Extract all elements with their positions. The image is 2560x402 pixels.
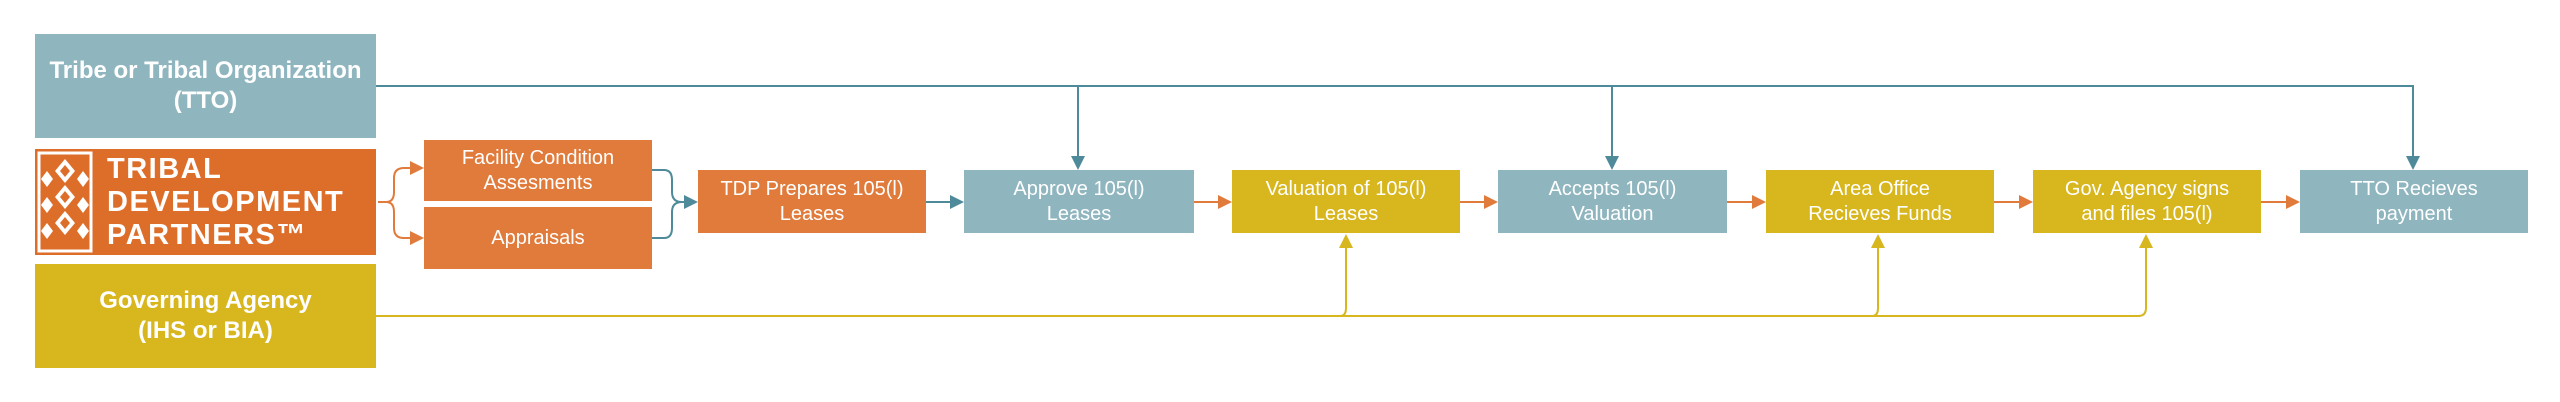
logo-wordmark: TRIBAL DEVELOPMENT PARTNERS™ (107, 153, 345, 251)
diamond-pattern-icon (37, 151, 93, 253)
lane-governing-agency: Governing Agency (IHS or BIA) (35, 264, 376, 368)
tribe-feed-line (376, 85, 2420, 170)
step-tto-receives-payment: TTO Recieves payment (2300, 170, 2528, 233)
step-tto-receives-label: TTO Recieves payment (2350, 177, 2478, 225)
lane-agency-label: Governing Agency (IHS or BIA) (99, 287, 312, 344)
facility-to-tdp-connector (652, 169, 698, 209)
lane-tribe-label: Tribe or Tribal Organization (TTO) (49, 57, 362, 114)
lane-tribe: Tribe or Tribal Organization (TTO) (35, 34, 376, 138)
step-appraisals-label: Appraisals (491, 226, 585, 249)
step-valuation-label: Valuation of 105(l) Leases (1265, 177, 1427, 225)
logo-to-facility-arrow (378, 161, 424, 203)
logo-to-appraisals-arrow (378, 201, 424, 245)
step-approve-leases: Approve 105(l) Leases (964, 170, 1194, 233)
step-valuation: Valuation of 105(l) Leases (1232, 170, 1460, 233)
step-area-office: Area Office Recieves Funds (1766, 170, 1994, 233)
step-facility-condition: Facility Condition Assesments (424, 140, 652, 201)
step-accepts-label: Accepts 105(l) Valuation (1548, 177, 1677, 225)
step-accepts-valuation: Accepts 105(l) Valuation (1498, 170, 1727, 233)
step-facility-label: Facility Condition Assesments (461, 146, 615, 194)
agency-to-valuation-arrow (1339, 234, 1353, 317)
appraisals-to-tdp-connector (652, 201, 696, 239)
agency-feed-line (376, 234, 2153, 317)
step-gov-signs-label: Gov. Agency signs and files 105(l) (2064, 177, 2230, 225)
step-approve-label: Approve 105(l) Leases (1013, 177, 1145, 225)
step-tdp-prepares: TDP Prepares 105(l) Leases (698, 170, 926, 233)
step-tdp-label: TDP Prepares 105(l) Leases (720, 177, 904, 225)
step-appraisals: Appraisals (424, 207, 652, 269)
step-gov-agency-signs: Gov. Agency signs and files 105(l) (2033, 170, 2261, 233)
agency-to-area-office-arrow (1871, 234, 1885, 317)
step-area-office-label: Area Office Recieves Funds (1808, 177, 1952, 225)
tribal-development-partners-logo: TRIBAL DEVELOPMENT PARTNERS™ (35, 149, 376, 255)
